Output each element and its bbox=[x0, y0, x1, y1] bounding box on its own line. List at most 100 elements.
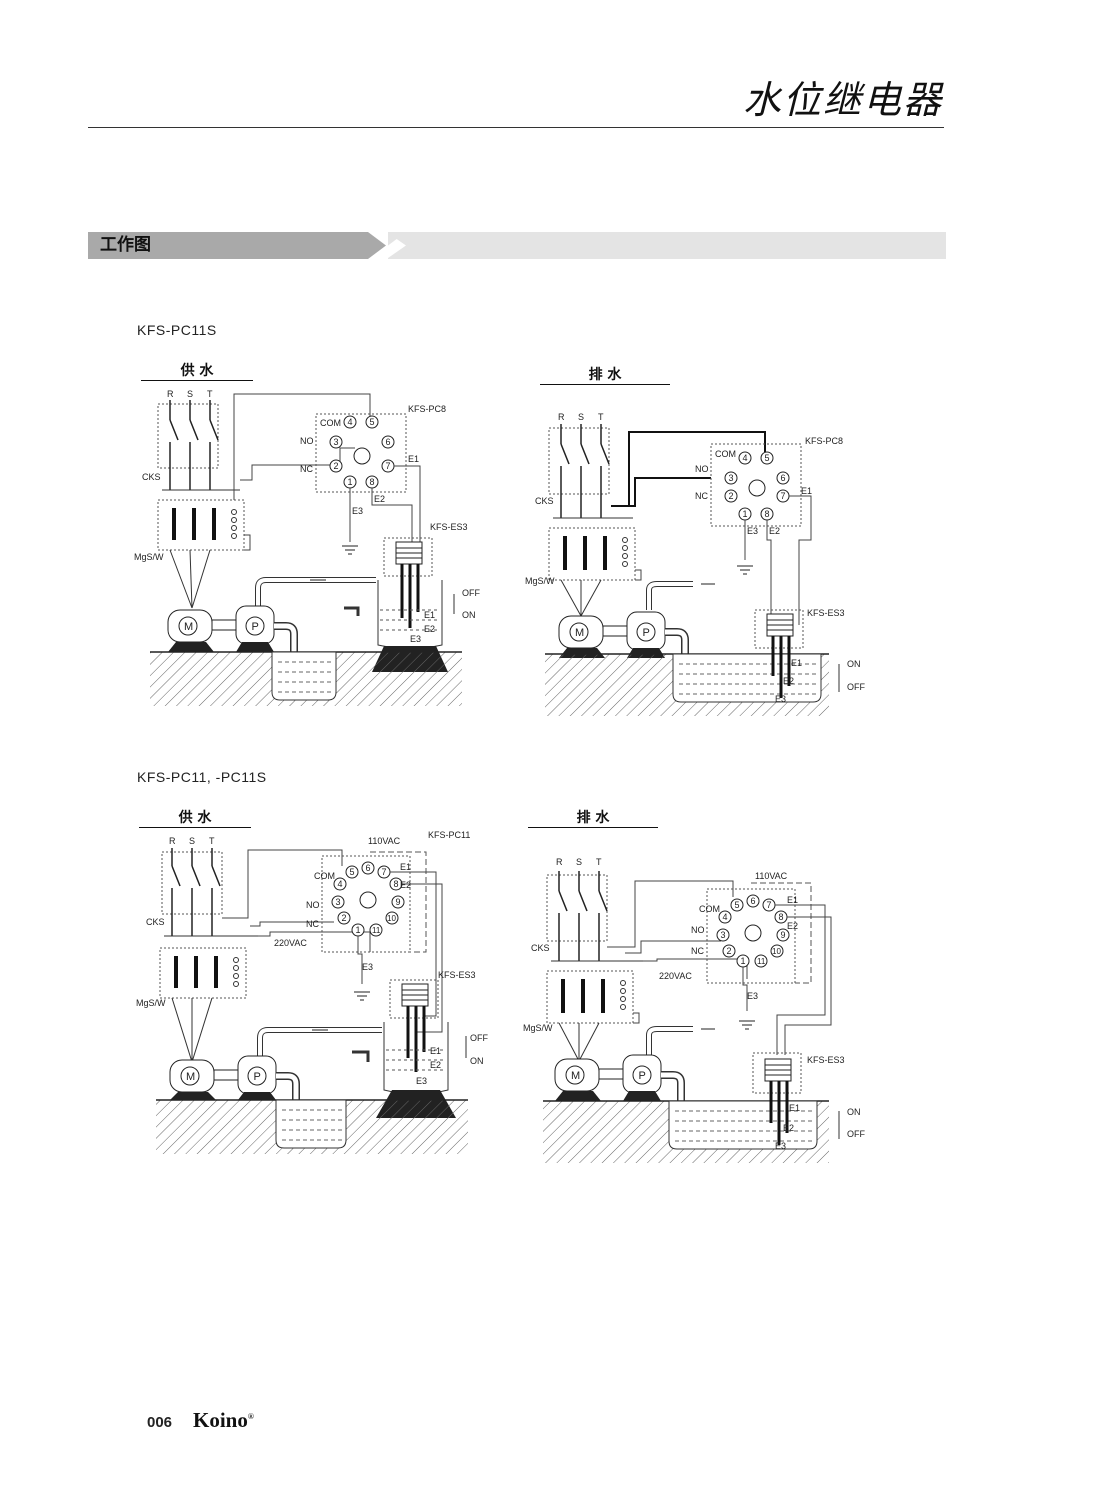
level-label-on: ON bbox=[470, 1056, 484, 1066]
pin-5: 5 bbox=[765, 453, 770, 463]
terminal-com: COM bbox=[320, 418, 341, 428]
phase-label-s: S bbox=[576, 857, 582, 867]
brand-logo: Koino® bbox=[193, 1408, 254, 1433]
electrode-label-e1-wire: E1 bbox=[801, 486, 812, 496]
terminal-com: COM bbox=[699, 904, 720, 914]
contactor-box bbox=[157, 499, 245, 551]
pin-5: 5 bbox=[735, 900, 740, 910]
phase-label-r: R bbox=[167, 389, 174, 399]
controller-label: KFS-PC8 bbox=[805, 436, 843, 446]
registered-mark: ® bbox=[247, 1412, 254, 1421]
sensor-box bbox=[383, 537, 433, 577]
section-bar bbox=[88, 232, 946, 259]
breaker-label: CKS bbox=[146, 917, 165, 927]
terminal-com: COM bbox=[715, 449, 736, 459]
pin-7: 7 bbox=[767, 900, 772, 910]
phase-label-s: S bbox=[189, 836, 195, 846]
electrode-label-e3-wire: E3 bbox=[747, 991, 758, 1001]
relay-box bbox=[706, 888, 796, 984]
voltage-bottom: 220VAC bbox=[274, 938, 307, 948]
pin-9: 9 bbox=[396, 897, 401, 907]
pin-6: 6 bbox=[386, 437, 391, 447]
terminal-no: NO bbox=[695, 464, 709, 474]
pin-1: 1 bbox=[356, 925, 361, 935]
breaker-box bbox=[548, 427, 610, 495]
motor-label: M bbox=[184, 621, 193, 633]
pin-11: 11 bbox=[372, 926, 381, 935]
pin-6: 6 bbox=[781, 473, 786, 483]
pin-11: 11 bbox=[757, 957, 766, 966]
terminal-no: NO bbox=[306, 900, 320, 910]
voltage-bottom: 220VAC bbox=[659, 971, 692, 981]
breaker-label: CKS bbox=[531, 943, 550, 953]
pin-8: 8 bbox=[370, 477, 375, 487]
electrode-e3: E3 bbox=[410, 634, 421, 644]
relay-box bbox=[315, 413, 407, 493]
motor-label: M bbox=[575, 627, 584, 639]
sensor-box bbox=[389, 979, 439, 1019]
wiring-diagram-drain-pc8: R S T CKS MgS/W KFS-PC8 COM NO NC 4 5 3 … bbox=[525, 412, 865, 716]
level-label-off: OFF bbox=[847, 682, 865, 692]
electrode-label-e3-wire: E3 bbox=[362, 962, 373, 972]
pin-6: 6 bbox=[751, 896, 756, 906]
title-rule bbox=[88, 127, 944, 128]
terminal-no: NO bbox=[300, 436, 314, 446]
terminal-nc: NC bbox=[691, 946, 704, 956]
level-label-off: OFF bbox=[470, 1033, 488, 1043]
diagram-title-supply-2: 供 水 bbox=[139, 809, 251, 828]
wiring-diagram-supply-pc8: R S T CKS MgS/W KFS-PC8 COM NO NC 4 5 3 … bbox=[134, 389, 480, 706]
electrode-label-e1-wire: E1 bbox=[787, 895, 798, 905]
terminal-com: COM bbox=[314, 871, 335, 881]
section-title: 工作图 bbox=[100, 235, 151, 255]
electrode-label-e3-wire: E3 bbox=[352, 506, 363, 516]
electrode-e1: E1 bbox=[424, 610, 435, 620]
pin-1: 1 bbox=[741, 956, 746, 966]
electrode-label-e1-wire: E1 bbox=[400, 862, 411, 872]
pin-5: 5 bbox=[370, 417, 375, 427]
electrode-e1: E1 bbox=[789, 1103, 800, 1113]
contactor-box bbox=[548, 527, 636, 581]
pin-2: 2 bbox=[334, 461, 339, 471]
phase-label-r: R bbox=[169, 836, 176, 846]
phase-label-t: T bbox=[596, 857, 602, 867]
voltage-top: 110VAC bbox=[368, 836, 401, 846]
pin-10: 10 bbox=[772, 947, 781, 956]
terminal-nc: NC bbox=[300, 464, 313, 474]
electrode-label-e3-wire: E3 bbox=[747, 526, 758, 536]
contactor-label: MgS/W bbox=[523, 1023, 553, 1033]
diagram-title-supply-1: 供 水 bbox=[141, 362, 253, 381]
model-label-1: KFS-PC11S bbox=[137, 322, 217, 338]
diagram-title-drain-2: 排 水 bbox=[528, 809, 658, 828]
electrode-e3: E3 bbox=[416, 1076, 427, 1086]
contactor-box bbox=[546, 970, 634, 1024]
pin-8: 8 bbox=[765, 509, 770, 519]
sensor-label: KFS-ES3 bbox=[807, 1055, 845, 1065]
pump-label: P bbox=[254, 1071, 261, 1083]
level-label-on: ON bbox=[847, 659, 861, 669]
sensor-label: KFS-ES3 bbox=[438, 970, 476, 980]
electrode-label-e2-wire: E2 bbox=[787, 921, 798, 931]
sensor-box bbox=[752, 1052, 802, 1094]
electrode-label-e2-wire: E2 bbox=[400, 880, 411, 890]
pin-4: 4 bbox=[338, 879, 343, 889]
pin-4: 4 bbox=[743, 453, 748, 463]
pin-3: 3 bbox=[721, 930, 726, 940]
electrode-e2: E2 bbox=[430, 1060, 441, 1070]
page-number: 006 bbox=[147, 1414, 173, 1431]
voltage-top: 110VAC bbox=[755, 871, 788, 881]
relay-box bbox=[710, 443, 802, 527]
pump-label: P bbox=[643, 627, 650, 639]
electrode-e1: E1 bbox=[430, 1046, 441, 1056]
sensor-label: KFS-ES3 bbox=[807, 608, 845, 618]
electrode-label-e2-wire: E2 bbox=[769, 526, 780, 536]
pin-2: 2 bbox=[727, 946, 732, 956]
wiring-diagram-drain-pc11: R S T CKS MgS/W 220VAC 110VAC COM NO NC … bbox=[523, 857, 865, 1163]
pin-5: 5 bbox=[350, 867, 355, 877]
pump-label: P bbox=[252, 621, 259, 633]
phase-label-s: S bbox=[578, 412, 584, 422]
breaker-box bbox=[546, 874, 608, 942]
terminal-no: NO bbox=[691, 925, 705, 935]
pin-6: 6 bbox=[366, 863, 371, 873]
pin-2: 2 bbox=[342, 913, 347, 923]
pin-3: 3 bbox=[334, 437, 339, 447]
